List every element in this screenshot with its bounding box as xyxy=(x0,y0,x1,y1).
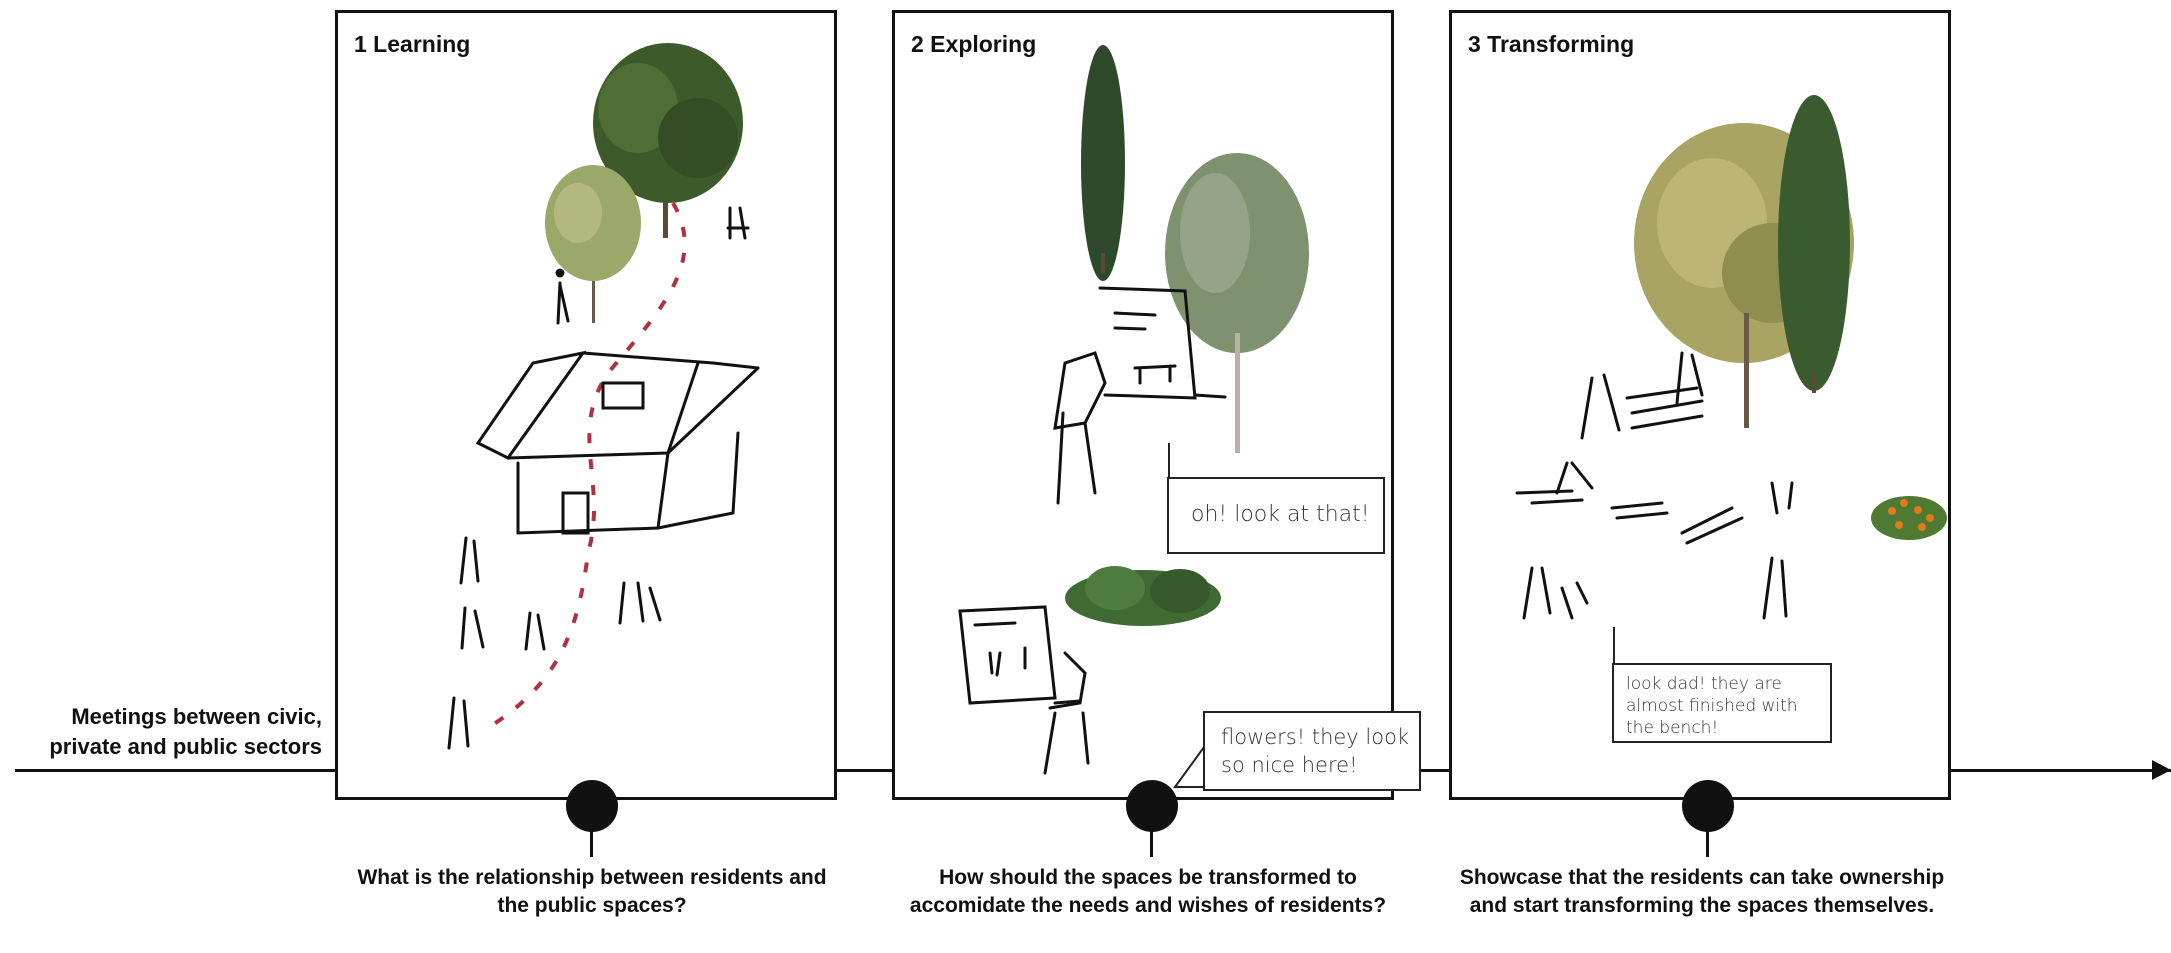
panel-title: 1 Learning xyxy=(354,31,471,57)
willow-tree-icon xyxy=(1165,153,1309,453)
speech-bubble-tail xyxy=(1173,743,1208,788)
timeline-arrowhead xyxy=(2152,760,2171,780)
timeline-label: Meetings between civic, private and publ… xyxy=(49,704,322,759)
speech-bubble: oh! look at that! xyxy=(1167,477,1385,554)
timeline-stem xyxy=(590,830,593,857)
speech-bubble-text: flowers! they look so nice here! xyxy=(1221,725,1410,777)
timeline-stem xyxy=(1150,830,1153,857)
speech-bubble-tail xyxy=(1168,443,1195,480)
learning-illustration xyxy=(447,43,760,750)
board-hand-sketch xyxy=(1053,286,1227,505)
speech-bubble-text: look dad! they are almost finished with … xyxy=(1626,674,1798,738)
tree-small-icon xyxy=(545,165,641,323)
timeline-node-transforming xyxy=(1682,780,1734,832)
shrub-icon xyxy=(1065,566,1221,626)
question-exploring: How should the spaces be transformed to … xyxy=(909,866,1387,917)
cypress-tree-icon xyxy=(1778,95,1850,393)
panel-transforming: 3 Transforming xyxy=(1449,10,1951,800)
walking-path xyxy=(486,201,687,730)
question-learning: What is the relationship between residen… xyxy=(357,866,827,917)
house-sketch xyxy=(475,350,760,535)
panel-title: 3 Transforming xyxy=(1468,31,1635,57)
panel-learning: 1 Learning xyxy=(335,10,837,800)
flower-board-sketch xyxy=(958,605,1090,775)
transforming-illustration xyxy=(1515,95,1947,620)
exploring-illustration xyxy=(958,45,1309,775)
people-figures xyxy=(447,206,750,750)
panel-exploring: 2 Exploring xyxy=(892,10,1421,800)
flower-bush-icon xyxy=(1871,496,1947,540)
speech-bubble-tail xyxy=(1613,627,1640,666)
question-transforming: Showcase that the residents can take own… xyxy=(1459,866,1945,917)
panel-title: 2 Exploring xyxy=(911,31,1037,57)
bench-construction-sketch xyxy=(1515,351,1794,620)
timeline-stem xyxy=(1706,830,1709,857)
cypress-tree-icon xyxy=(1081,45,1125,281)
tree-large-icon xyxy=(593,43,743,238)
speech-bubble-text: oh! look at that! xyxy=(1191,502,1370,527)
timeline-node-learning xyxy=(566,780,618,832)
timeline-node-exploring xyxy=(1126,780,1178,832)
speech-bubble: look dad! they are almost finished with … xyxy=(1612,663,1832,743)
speech-bubble: flowers! they look so nice here! xyxy=(1203,711,1421,791)
